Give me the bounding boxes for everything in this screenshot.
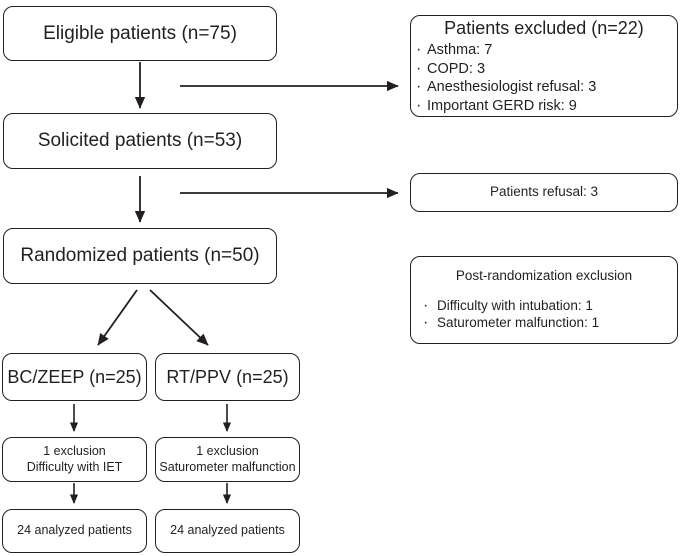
node-solicited-patients-label: Solicited patients (n=53) — [37, 130, 243, 152]
node-patients-excluded-heading: Patients excluded (n=22) — [444, 17, 644, 38]
node-analyzed-right-label: 24 analyzed patients — [170, 523, 285, 538]
reason-item: COPD: 3 — [411, 59, 677, 79]
node-eligible-patients-label: Eligible patients (n=75) — [43, 22, 237, 44]
node-arm-bc-zeep-label: BC/ZEEP (n=25) — [7, 366, 142, 387]
node-post-randomization-heading: Post-randomization exclusion — [455, 268, 633, 284]
node-exclusion-left: 1 exclusion Difficulty with IET — [2, 437, 147, 482]
node-patients-refusal-label: Patients refusal: 3 — [489, 184, 599, 200]
node-patients-excluded: Patients excluded (n=22) Asthma: 7 COPD:… — [410, 15, 678, 117]
node-analyzed-right: 24 analyzed patients — [155, 509, 300, 553]
reason-item: Anesthesiologist refusal: 3 — [411, 77, 677, 97]
node-patients-refusal: Patients refusal: 3 — [410, 173, 678, 212]
node-exclusion-left-line1: 1 exclusion — [43, 443, 106, 458]
node-exclusion-right-line2: Saturometer malfunction — [159, 459, 296, 474]
node-analyzed-left-label: 24 analyzed patients — [17, 523, 132, 538]
node-exclusion-right-line1: 1 exclusion — [196, 443, 259, 458]
reason-item: Asthma: 7 — [411, 40, 677, 60]
node-randomized-patients: Randomized patients (n=50) — [3, 228, 277, 284]
node-eligible-patients: Eligible patients (n=75) — [3, 6, 277, 61]
node-post-randomization-reasons: Difficulty with intubation: 1 Saturomete… — [411, 296, 677, 334]
reason-item: Difficulty with intubation: 1 — [411, 296, 677, 317]
node-exclusion-right: 1 exclusion Saturometer malfunction — [155, 437, 300, 482]
node-randomized-patients-label: Randomized patients (n=50) — [20, 245, 260, 267]
reason-item: Important GERD risk: 9 — [411, 96, 677, 116]
reason-item: Saturometer malfunction: 1 — [411, 313, 677, 334]
node-arm-rt-ppv: RT/PPV (n=25) — [155, 353, 300, 401]
node-solicited-patients: Solicited patients (n=53) — [3, 113, 277, 169]
arrow-randomized-to-arm-right — [149, 289, 209, 346]
node-arm-rt-ppv-label: RT/PPV (n=25) — [166, 366, 289, 387]
arrow-randomized-to-arm-left — [97, 289, 138, 346]
node-arm-bc-zeep: BC/ZEEP (n=25) — [2, 353, 147, 401]
node-patients-excluded-reasons: Asthma: 7 COPD: 3 Anesthesiologist refus… — [411, 40, 677, 116]
node-exclusion-left-line2: Difficulty with IET — [26, 459, 123, 474]
node-analyzed-left: 24 analyzed patients — [2, 509, 147, 553]
node-post-randomization-exclusion: Post-randomization exclusion Difficulty … — [410, 256, 678, 344]
